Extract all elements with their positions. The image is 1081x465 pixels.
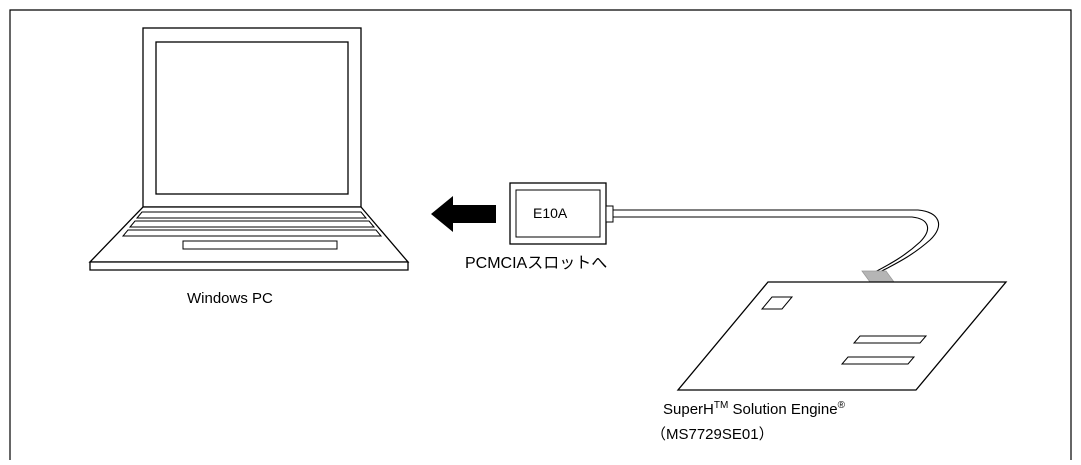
trademark-mark: TM bbox=[713, 400, 729, 411]
board-name-label: SuperHTM Solution Engine® bbox=[663, 400, 845, 419]
insert-arrow-icon bbox=[431, 196, 496, 232]
laptop-base-edge bbox=[89, 261, 409, 271]
cable bbox=[613, 209, 940, 273]
board-chip bbox=[760, 296, 794, 310]
keyboard-row-2 bbox=[128, 220, 376, 228]
laptop-illustration bbox=[88, 27, 410, 271]
e10a-inner-panel bbox=[515, 189, 601, 238]
board-model-label: （MS7729SE01） bbox=[651, 426, 774, 443]
e10a-connector bbox=[605, 205, 614, 223]
board-outline bbox=[676, 281, 1008, 391]
e10a-label: E10A bbox=[533, 205, 568, 221]
keyboard-row-1 bbox=[135, 211, 368, 219]
laptop-touchpad bbox=[182, 240, 338, 250]
board-connector-1 bbox=[852, 335, 928, 344]
board-name-suffix: Solution Engine bbox=[728, 401, 838, 418]
registered-mark: ® bbox=[837, 400, 845, 411]
keyboard-row-3 bbox=[121, 229, 383, 237]
cable-line-outer bbox=[613, 209, 940, 273]
e10a-emulator bbox=[509, 182, 614, 245]
solution-engine-board bbox=[676, 281, 1008, 391]
windows-pc-label: Windows PC bbox=[187, 290, 273, 307]
figure-frame bbox=[9, 9, 1072, 460]
board-name-prefix: SuperH bbox=[663, 401, 714, 418]
cable-line-inner bbox=[613, 216, 929, 273]
cable-plug bbox=[861, 270, 895, 283]
pcmcia-slot-label: PCMCIAスロットへ bbox=[465, 255, 608, 272]
laptop-display bbox=[155, 41, 349, 195]
board-connector-2 bbox=[840, 356, 916, 365]
